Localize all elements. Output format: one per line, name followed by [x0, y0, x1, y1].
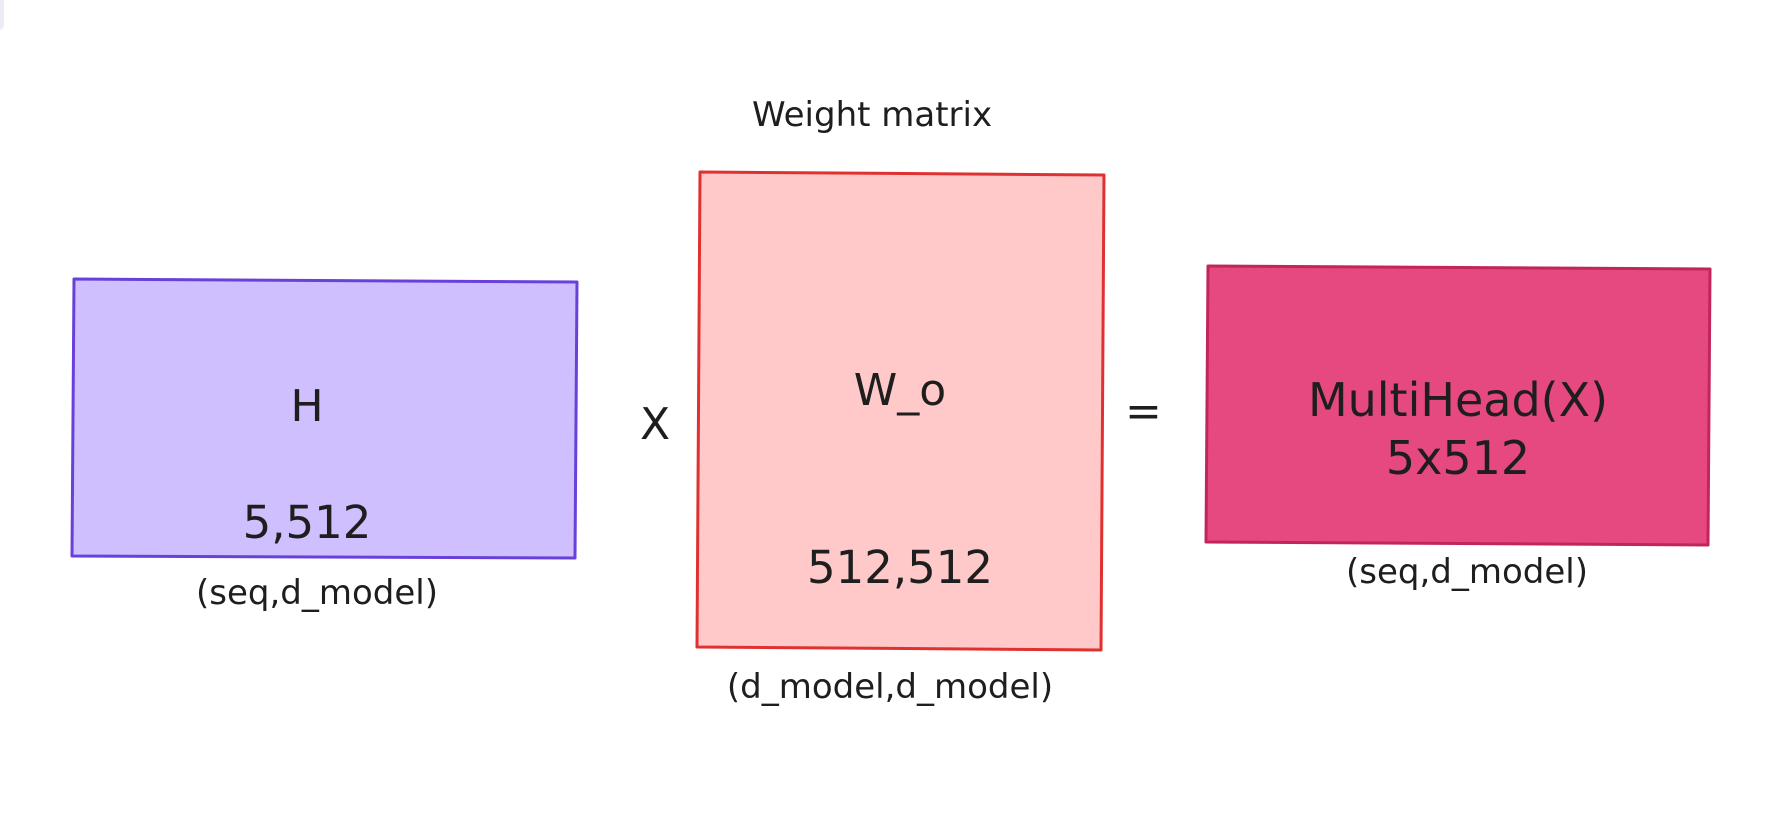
matrix-multihead-box[interactable]: [1204, 264, 1712, 547]
multiply-operator: X: [640, 399, 671, 450]
matrix-h-box[interactable]: [70, 277, 579, 560]
canvas-corner-mark: [0, 0, 4, 30]
matrix-h-name: H: [290, 381, 324, 432]
matrix-multihead-shape-label: (seq,d_model): [1345, 552, 1588, 592]
matrix-w-o-box[interactable]: [695, 170, 1106, 652]
equals-operator: =: [1125, 386, 1162, 437]
matrix-multihead-dims: 5x512: [1385, 431, 1531, 485]
matrix-w-o-shape-label: (d_model,d_model): [726, 667, 1054, 707]
weight-matrix-caption: Weight matrix: [752, 95, 993, 135]
matrix-h-dims: 5,512: [242, 496, 372, 549]
matrix-w-o-dims: 512,512: [806, 541, 994, 594]
matrix-w-o-name: W_o: [853, 365, 947, 416]
matrix-h-shape-label: (seq,d_model): [195, 573, 438, 613]
matrix-multihead-name: MultiHead(X): [1307, 373, 1609, 427]
